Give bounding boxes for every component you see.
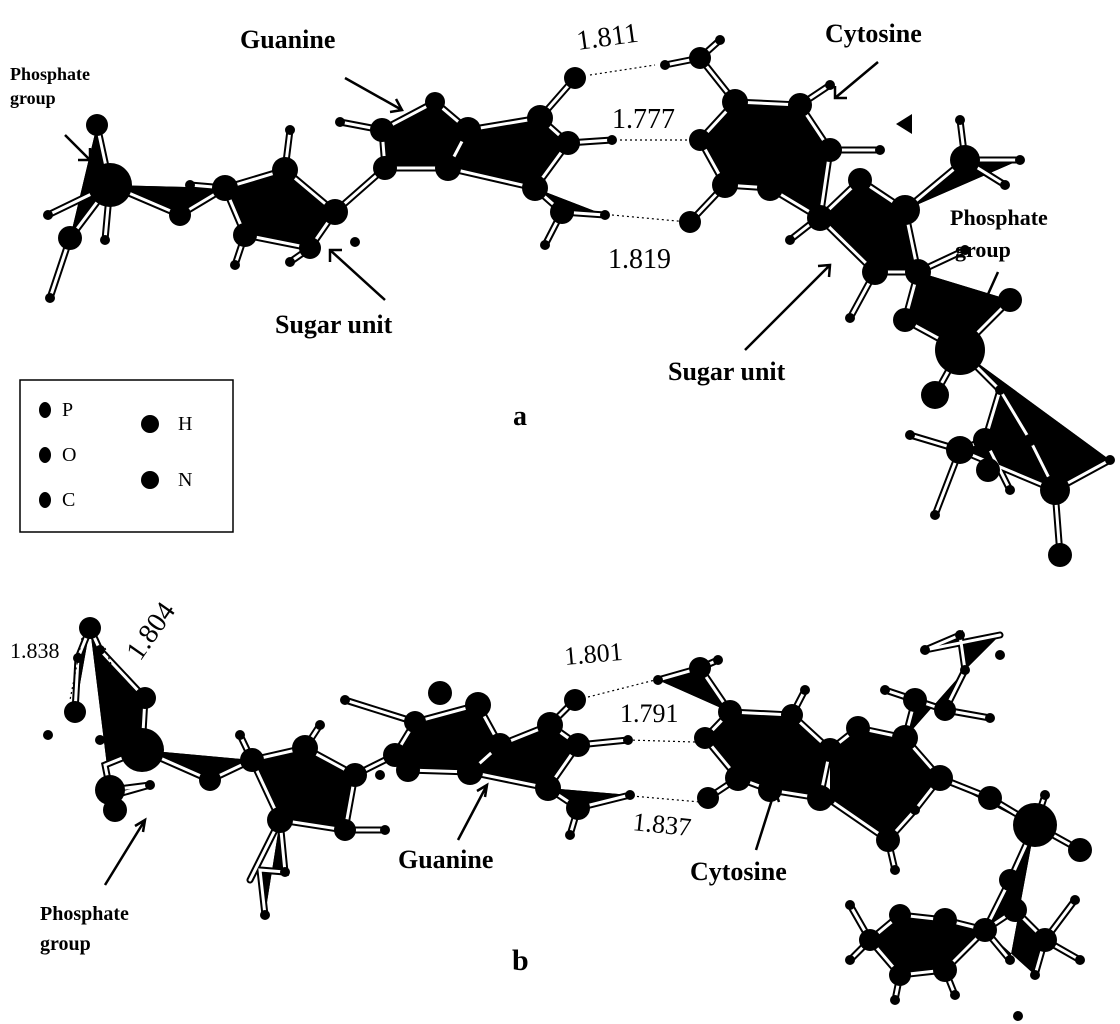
label-a-phosphate-right-1: Phosphate: [950, 205, 1048, 230]
panel-b-molecule: [43, 617, 1092, 1021]
legend-dot-p: [39, 402, 51, 418]
legend-label-o: O: [62, 444, 76, 466]
legend-dot-c: [39, 492, 51, 508]
arrow-b-guanine: [456, 782, 489, 841]
distance-b-top: 1.801: [563, 637, 624, 671]
legend-dot-h: [141, 415, 159, 433]
arrow-b-cytosine: [754, 787, 781, 851]
legend: P O C H N: [19, 379, 234, 533]
arrow-b-phosphate: [103, 817, 147, 886]
arrow-a-sugar-right: [744, 263, 832, 351]
legend-label-h: H: [178, 413, 192, 435]
label-b-phosphate-1: Phosphate: [40, 903, 129, 925]
arrow-a-phosphate-left: [64, 134, 92, 162]
panel-a-label: a: [513, 401, 527, 432]
legend-box: [19, 379, 234, 533]
label-a-phosphate-left-2: group: [10, 88, 56, 108]
hbond-b-top: [587, 679, 656, 698]
distance-a-top: 1.811: [575, 18, 641, 57]
arrow-a-guanine: [344, 76, 404, 114]
distance-a-middle: 1.777: [612, 104, 675, 135]
legend-dot-n: [141, 471, 159, 489]
label-a-sugar-left: Sugar unit: [275, 310, 393, 339]
panel-a-molecule: [43, 35, 1115, 567]
hbond-b-bottom: [631, 795, 701, 803]
arrowhead-a-marker: [896, 114, 912, 134]
label-a-cytosine: Cytosine: [825, 19, 922, 48]
label-a-guanine: Guanine: [240, 25, 335, 54]
distance-a-bottom: 1.819: [608, 244, 671, 275]
arrow-a-cytosine: [833, 61, 879, 100]
legend-label-c: C: [62, 489, 75, 511]
label-b-cytosine: Cytosine: [690, 857, 787, 886]
distance-b-middle: 1.791: [620, 699, 679, 728]
arrow-a-sugar-left: [328, 248, 386, 301]
panel-a-atoms: [43, 35, 1115, 567]
panel-b-atoms: [43, 617, 1092, 1021]
label-a-phosphate-right-2: group: [955, 237, 1011, 262]
panel-b-label: b: [512, 944, 529, 977]
distance-b-bottom: 1.837: [631, 807, 692, 842]
hbond-a-top: [589, 64, 656, 76]
hbond-a-bottom: [611, 214, 689, 223]
legend-label-p: P: [62, 399, 73, 421]
label-b-guanine: Guanine: [398, 845, 493, 874]
label-a-sugar-right: Sugar unit: [668, 357, 786, 386]
label-a-phosphate-left-1: Phosphate: [10, 64, 90, 84]
distance-b-water-right: 1.804: [120, 597, 182, 666]
hbond-b-water-left: [69, 637, 83, 701]
hbond-b-middle: [627, 739, 696, 743]
legend-dot-o: [39, 447, 51, 463]
arrow-a-phosphate-right: [976, 271, 1000, 315]
legend-label-n: N: [178, 469, 192, 491]
distance-b-water-left: 1.838: [10, 638, 60, 663]
label-b-phosphate-2: group: [40, 933, 91, 955]
